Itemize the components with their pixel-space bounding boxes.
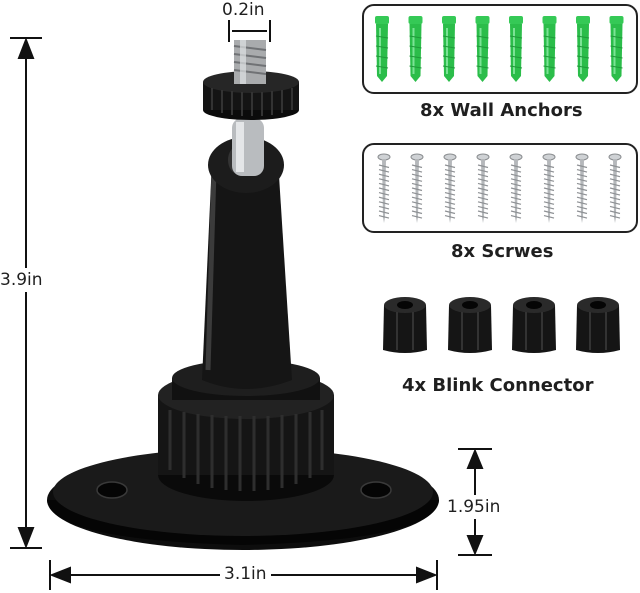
wall-anchor-icon	[375, 16, 389, 82]
screw-icon	[575, 153, 589, 223]
screw-icon	[509, 153, 523, 223]
wall-anchor-icon	[442, 16, 456, 82]
mounting-screw	[233, 40, 267, 84]
blink-connector-icon	[512, 297, 556, 353]
wall-anchors-panel	[362, 4, 638, 94]
wall-anchor-icon	[509, 16, 523, 82]
screws-group	[377, 153, 622, 223]
wall-anchor-icon	[609, 16, 624, 82]
blink-connector-icon	[448, 297, 492, 353]
screws-label: 8x Scrwes	[451, 241, 554, 262]
screw-icon	[476, 153, 490, 223]
wall-anchor-icon	[475, 16, 490, 82]
screw-width-label: 0.2in	[220, 0, 267, 20]
wall-anchor-icon	[576, 16, 590, 82]
wall-anchor-icon	[542, 16, 557, 82]
screw-icon	[542, 153, 556, 223]
wall-anchors-label: 8x Wall Anchors	[420, 100, 583, 121]
knurled-collar	[158, 360, 334, 501]
screw-icon	[608, 153, 622, 223]
thumb-nut	[203, 71, 299, 120]
base-width-label: 3.1in	[220, 564, 271, 584]
screw-icon	[410, 153, 424, 223]
connector-label: 4x Blink Connector	[402, 375, 594, 396]
wall-anchor-icon	[408, 16, 423, 82]
screws-panel	[362, 143, 638, 233]
height-label: 3.9in	[0, 268, 43, 292]
blink-connector-icon	[383, 297, 427, 353]
screw-width-dimension-line	[228, 20, 271, 42]
ball-joint	[232, 118, 264, 176]
screw-icon	[377, 153, 391, 223]
screw-icon	[443, 153, 457, 223]
height-dimension-line	[10, 37, 42, 549]
blink-connector-icon	[576, 297, 620, 353]
wall-anchors-group	[375, 16, 624, 82]
base-height-label: 1.95in	[447, 495, 501, 519]
